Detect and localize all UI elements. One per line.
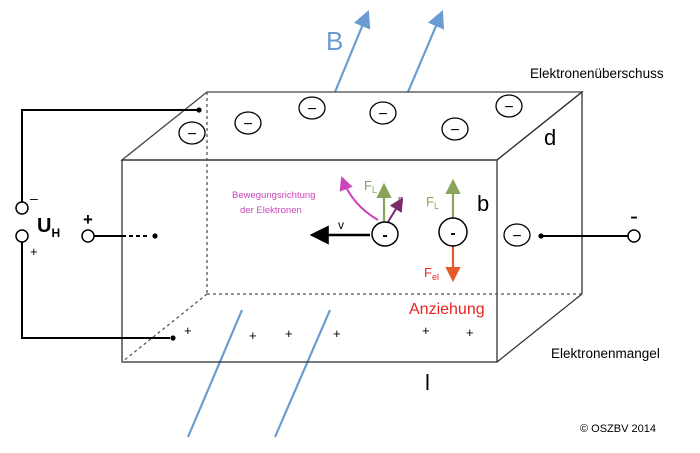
deflected-electron	[438, 217, 468, 247]
surface-electrons: − − − − − − −	[178, 94, 531, 247]
moving-electron-group: v - FL B	[309, 176, 404, 247]
field-line-top-2	[406, 9, 445, 93]
svg-text:−: −	[504, 99, 513, 116]
plus-charge: +	[422, 323, 430, 338]
contact-plus-sign: +	[83, 210, 93, 229]
label-d: d	[544, 125, 556, 150]
electron-on-right-face: −	[503, 223, 531, 247]
label-b: b	[477, 191, 489, 216]
hall-voltage-label: UH	[37, 215, 60, 240]
label-excess: Elektronenüberschuss	[530, 66, 664, 81]
moving-electron	[371, 221, 399, 247]
field-line-top-1	[333, 9, 371, 93]
junction-dots	[152, 107, 544, 341]
svg-text:−: −	[243, 116, 252, 133]
b-small-label: B	[398, 196, 403, 205]
current-contact-right: -	[541, 203, 641, 243]
hidden-edges	[121, 92, 582, 363]
measurement-terminals	[15, 201, 29, 243]
svg-text:−: −	[378, 106, 387, 123]
contact-terminal-right	[627, 229, 641, 243]
motion-direction-arrow	[339, 176, 379, 221]
terminal-plus-sign: +	[30, 244, 38, 259]
lorentz-force-label-2: FL	[426, 194, 439, 211]
conductor-block	[120, 90, 584, 363]
deflected-electron-sign: -	[450, 225, 455, 242]
hall-voltage-circuit	[21, 109, 198, 339]
deflected-electron-group: - FL Fel	[424, 178, 468, 283]
label-deficit: Elektronenmangel	[551, 346, 660, 361]
motion-direction-caption: Bewegungsrichtung der Elektronen	[232, 190, 318, 216]
plus-charge: +	[285, 326, 293, 341]
electric-force-label: Fel	[424, 265, 439, 282]
attraction-label: Anziehung	[409, 301, 485, 318]
terminal-minus-sign: –	[30, 190, 38, 206]
terminal-top	[15, 201, 29, 215]
plus-charge: +	[466, 325, 474, 340]
svg-text:−: −	[307, 101, 316, 118]
magnetic-field-lines	[186, 9, 445, 438]
plus-charge: +	[333, 326, 341, 341]
electron: −	[495, 94, 523, 118]
block-front-face	[121, 159, 498, 363]
electron: −	[441, 117, 469, 141]
field-line-bottom-1	[186, 309, 244, 438]
svg-text:−: −	[450, 122, 459, 139]
plus-charge: +	[184, 323, 192, 338]
moving-electron-sign: -	[382, 227, 387, 244]
electron: −	[298, 96, 326, 120]
positive-charges: + + + + + +	[184, 323, 474, 343]
electron: −	[178, 121, 206, 145]
svg-text:−: −	[187, 126, 196, 143]
field-line-bottom-2	[273, 309, 332, 438]
plus-charge: +	[249, 328, 257, 343]
electron: −	[369, 101, 397, 125]
block-right-face	[496, 90, 583, 363]
label-l: l	[425, 370, 430, 395]
contact-terminal-left	[81, 229, 95, 243]
electron: −	[234, 111, 262, 135]
current-contact-left: +	[81, 210, 150, 243]
lorentz-force-label-1: FL	[364, 178, 377, 195]
contact-minus-sign: -	[630, 203, 638, 230]
b-field-label: B	[326, 26, 343, 56]
svg-text:−: −	[512, 228, 521, 245]
copyright-label: © OSZBV 2014	[580, 423, 656, 435]
terminal-bottom	[15, 229, 29, 243]
velocity-label: v	[338, 218, 344, 232]
b-direction-arrow	[387, 197, 404, 223]
